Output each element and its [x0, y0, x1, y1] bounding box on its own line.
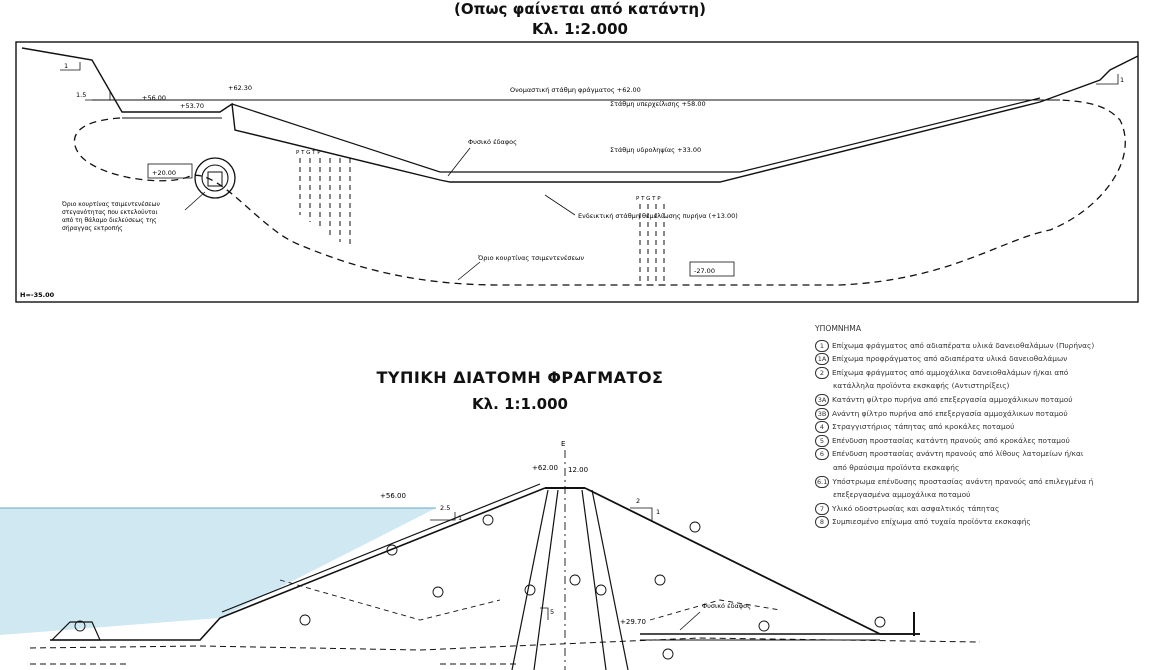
- legend-item-text: Στραγγιστήριος τάπητας από κροκάλες ποτα…: [832, 422, 1015, 432]
- label-water: +56.00: [380, 492, 406, 500]
- legend-item-number: 5: [815, 434, 829, 447]
- legend-item-text: Επίχωμα φράγματος από αμμοχάλικα δανειοθ…: [832, 367, 1069, 377]
- top-view-caption: (Οπως φαίνεται από κατάντη): [454, 0, 706, 18]
- label-ticks-left: P T G T P: [296, 150, 321, 156]
- dam-upstream-slope: [50, 487, 546, 641]
- label-elev-2000: +20.00: [152, 169, 176, 177]
- valley-profile: [21, 47, 1139, 183]
- legend-item-text: Υλικό οδοστρωσίας και ασφαλτικός τάπητας: [832, 503, 1000, 513]
- label-elev-6230: +62.30: [228, 84, 252, 92]
- label-slope-one-right: 1: [1120, 76, 1124, 84]
- label-grout-limit: Όριο κουρτίνας τσιμεντενέσεων: [477, 254, 584, 262]
- label-ground-section: Φυσικό έδαφος: [702, 602, 751, 610]
- label-elev-5370: +53.70: [180, 102, 204, 110]
- section-title: ΤΥΠΙΚΗ ΔΙΑΤΟΜΗ ΦΡΑΓΜΑΤΟΣ: [376, 368, 664, 387]
- legend-title: ΥΠΟΜΝΗΜΑ: [815, 324, 862, 333]
- top-frame: [15, 41, 1139, 303]
- label-foundation-1: Ενδεικτική στάθμη θεμελίωσης πυρήνα (+13…: [578, 212, 738, 220]
- legend-item-number: 4: [815, 421, 829, 434]
- legend-item-number: 6: [815, 448, 829, 461]
- section-scale: Κλ. 1:1.000: [472, 395, 568, 413]
- label-elev-m27: -27.00: [694, 267, 715, 275]
- legend-item-text: Επίχωμα προφράγματος από αδιαπέρατα υλικ…: [832, 354, 1068, 364]
- label-core-slope: 5: [550, 608, 554, 616]
- legend-item-continuation: επεξεργασμένα αμμοχάλικα ποταμού: [833, 490, 971, 500]
- legend-item-number: 1: [815, 339, 829, 352]
- label-elev-2970: +29.70: [620, 618, 646, 626]
- legend-item-text: Ανάντη φίλτρο πυρήνα από επεξεργασία αμμ…: [832, 408, 1068, 418]
- legend-item-number: 3Β: [815, 407, 829, 420]
- label-ticks-right: P T G T P: [636, 196, 661, 202]
- label-spillway: Στάθμη υπερχείλισης +58.00: [610, 100, 706, 108]
- label-crest-left: +62.00: [532, 464, 558, 472]
- ground-line: [29, 637, 981, 651]
- label-cl: Ε: [561, 440, 565, 448]
- label-h: H=-35.00: [20, 291, 55, 299]
- legend-item-number: 1Α: [815, 353, 829, 366]
- top-view-scale: Κλ. 1:2.000: [532, 20, 628, 38]
- legend-item-number: 8: [815, 516, 829, 529]
- reservoir-water: [0, 508, 436, 635]
- legend-item-text: Επένδυση προστασίας ανάντη πρανούς από λ…: [832, 449, 1084, 459]
- legend-item-number: 6.1: [815, 475, 830, 488]
- label-ground: Φυσικό έδαφος: [468, 138, 517, 146]
- grout-holes-right: [639, 204, 665, 285]
- legend-item-continuation: κατάλληλα προϊόντα εκσκαφής (Αντιστηρίξε…: [833, 381, 1010, 391]
- grout-curtain-outline: [73, 99, 1126, 286]
- label-slope-one-a: 1: [458, 514, 462, 522]
- label-crest-width: 12.00: [568, 466, 588, 474]
- label-curtain-note-4: σήραγγας εκτροπής: [62, 225, 123, 232]
- label-slope-one-left: 1: [64, 62, 68, 70]
- legend-item-text: Υπόστρωμα επένδυσης προστασίας ανάντη πρ…: [832, 476, 1094, 486]
- grout-holes-left: [299, 158, 351, 246]
- legend-item-number: 7: [815, 502, 829, 515]
- legend-item-text: Επένδυση προστασίας κατάντη πρανούς από …: [832, 435, 1070, 445]
- dam-core: [511, 489, 549, 670]
- legend-item-number: 3Α: [815, 393, 829, 406]
- label-min-level: Στάθμη υδροληψίας +33.00: [610, 146, 701, 154]
- label-curtain-note-1: Όριο κουρτίνας τσιμεντενέσεων: [61, 201, 161, 208]
- label-curtain-note-2: στεγανότητας που εκτελούνται: [62, 209, 158, 216]
- legend-item-text: Κατάντη φίλτρο πυρήνα από επεξεργασία αμ…: [832, 394, 1073, 404]
- label-slope-up: 2.5: [440, 504, 450, 512]
- label-slope-one-b: 1: [656, 508, 660, 516]
- label-elev-5600: +56.00: [142, 94, 166, 102]
- label-slope-left: 1.5: [76, 91, 86, 99]
- legend-item-continuation: από θραύσιμα προϊόντα εκσκαφής: [833, 462, 960, 472]
- diversion-tunnel: [194, 157, 236, 199]
- label-curtain-note-3: από τη θάλαμο διελεύσεως της: [62, 217, 157, 224]
- legend-item-number: 2: [815, 366, 829, 379]
- label-crest: Ονομαστική στάθμη φράγματος +62.00: [510, 86, 641, 94]
- legend-item-text: Συμπιεσμένο επίχωμα από τυχαία προϊόντα …: [832, 517, 1031, 527]
- label-slope-down: 2: [636, 497, 640, 505]
- legend-item-text: Επίχωμα φράγματος από αδιαπέρατα υλικά δ…: [832, 340, 1095, 350]
